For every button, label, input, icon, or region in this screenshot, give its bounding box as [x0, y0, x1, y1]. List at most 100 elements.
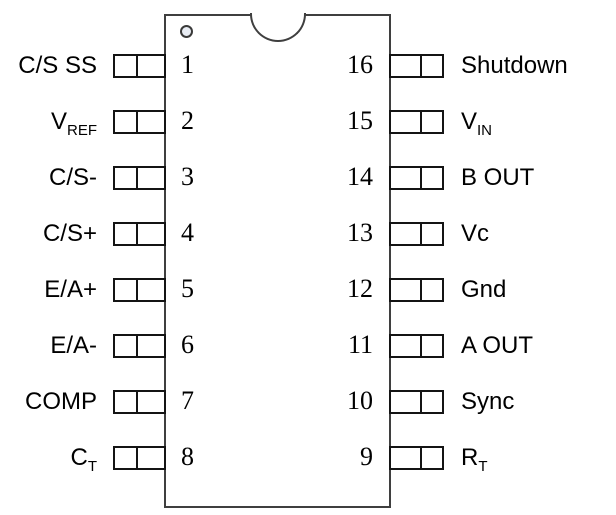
pin-pad-cell: [115, 168, 138, 188]
pin-number-10: 10: [347, 386, 373, 415]
pin-label-text: Vc: [461, 220, 490, 247]
pin-label-1: C/S SS: [0, 53, 97, 79]
pin-pad-cell: [391, 336, 422, 356]
pin-pad-8: [113, 446, 166, 470]
pin-pad-3: [113, 166, 166, 190]
pin-label-text: C: [70, 444, 88, 471]
pin-pad-13: [389, 222, 444, 246]
pin-pad-cell: [138, 56, 164, 76]
pin-pad-2: [113, 110, 166, 134]
pin-label-text: C/S SS: [18, 52, 97, 79]
pin-label-8: CT: [0, 444, 97, 474]
pin-label-text: COMP: [25, 388, 97, 415]
pin-label-text: C/S-: [49, 164, 97, 191]
pin-label-14: B OUT: [461, 165, 534, 191]
pin-pad-cell: [115, 112, 138, 132]
pin-label-text: V: [50, 108, 67, 135]
pin-pad-cell: [422, 168, 442, 188]
pin-pad-cell: [391, 56, 422, 76]
pin-pad-5: [113, 278, 166, 302]
pin-label-13: Vc: [461, 221, 489, 247]
pin-number-9: 9: [360, 442, 373, 471]
pin-number-5: 5: [181, 274, 194, 303]
pin-pad-1: [113, 54, 166, 78]
pin-pad-cell: [115, 392, 138, 412]
pin-label-4: C/S+: [0, 221, 97, 247]
pin-pad-cell: [115, 224, 138, 244]
pin-pad-cell: [138, 168, 164, 188]
pin-pad-cell: [391, 224, 422, 244]
pin-pad-cell: [115, 336, 138, 356]
pin-pad-15: [389, 110, 444, 134]
pin1-indicator-dot: [180, 25, 193, 38]
pin-label-5: E/A+: [0, 277, 97, 303]
pin-pad-cell: [138, 448, 164, 468]
pin-label-text: A OUT: [461, 332, 534, 359]
pin-label-9: RT: [461, 444, 488, 474]
pin-pad-7: [113, 390, 166, 414]
ic-body: [164, 14, 391, 508]
pin-number-6: 6: [181, 330, 194, 359]
pin-pad-cell: [422, 224, 442, 244]
pin-label-text: Sync: [461, 388, 515, 415]
pin-label-subscript: IN: [477, 121, 493, 139]
pin-label-text: E/A+: [44, 276, 97, 303]
pin-pad-14: [389, 166, 444, 190]
pin-pad-16: [389, 54, 444, 78]
pin-pad-cell: [422, 392, 442, 412]
pin-pad-cell: [422, 56, 442, 76]
pin-label-6: E/A-: [0, 333, 97, 359]
pin-label-text: Shutdown: [461, 52, 568, 79]
pin-number-13: 13: [347, 218, 373, 247]
pin-label-16: Shutdown: [461, 53, 568, 79]
pin-label-subscript: T: [478, 457, 488, 475]
pin-number-4: 4: [181, 218, 194, 247]
pin-pad-cell: [138, 392, 164, 412]
pin-pad-cell: [422, 280, 442, 300]
pin-pad-10: [389, 390, 444, 414]
pin-pad-6: [113, 334, 166, 358]
pin-number-8: 8: [181, 442, 194, 471]
pin-label-12: Gnd: [461, 277, 506, 303]
pin-pad-9: [389, 446, 444, 470]
pin-pad-cell: [391, 168, 422, 188]
pin-label-text: R: [461, 444, 479, 471]
pin-pad-cell: [422, 448, 442, 468]
pin-pad-cell: [138, 112, 164, 132]
pin-pad-cell: [391, 112, 422, 132]
pin-label-text: B OUT: [461, 164, 535, 191]
pin-number-2: 2: [181, 106, 194, 135]
pin-label-7: COMP: [0, 389, 97, 415]
pin-number-1: 1: [181, 50, 194, 79]
pin-number-15: 15: [347, 106, 373, 135]
pin-label-text: E/A-: [50, 332, 97, 359]
pin-number-7: 7: [181, 386, 194, 415]
pin-pad-11: [389, 334, 444, 358]
pin-number-14: 14: [347, 162, 373, 191]
pin-number-12: 12: [347, 274, 373, 303]
pin-pad-12: [389, 278, 444, 302]
pin-number-3: 3: [181, 162, 194, 191]
pin-label-2: VREF: [0, 108, 97, 138]
pin-pad-cell: [391, 448, 422, 468]
pin-label-10: Sync: [461, 389, 514, 415]
pin-pad-cell: [138, 336, 164, 356]
pin-label-11: A OUT: [461, 333, 533, 359]
pin-pad-cell: [422, 336, 442, 356]
pin-pad-cell: [138, 224, 164, 244]
pin-pad-cell: [138, 280, 164, 300]
pin-pad-cell: [115, 280, 138, 300]
pin-label-15: VIN: [461, 108, 492, 138]
pin-pad-cell: [391, 392, 422, 412]
pin-pad-cell: [115, 448, 138, 468]
pin-label-subscript: T: [87, 457, 97, 475]
pin-pad-cell: [391, 280, 422, 300]
pin-pad-4: [113, 222, 166, 246]
pin-number-11: 11: [347, 330, 373, 359]
pin-number-16: 16: [347, 50, 373, 79]
pin-pad-cell: [422, 112, 442, 132]
pin-label-text: Gnd: [461, 276, 507, 303]
pin-label-text: V: [461, 108, 478, 135]
pin-pad-cell: [115, 56, 138, 76]
